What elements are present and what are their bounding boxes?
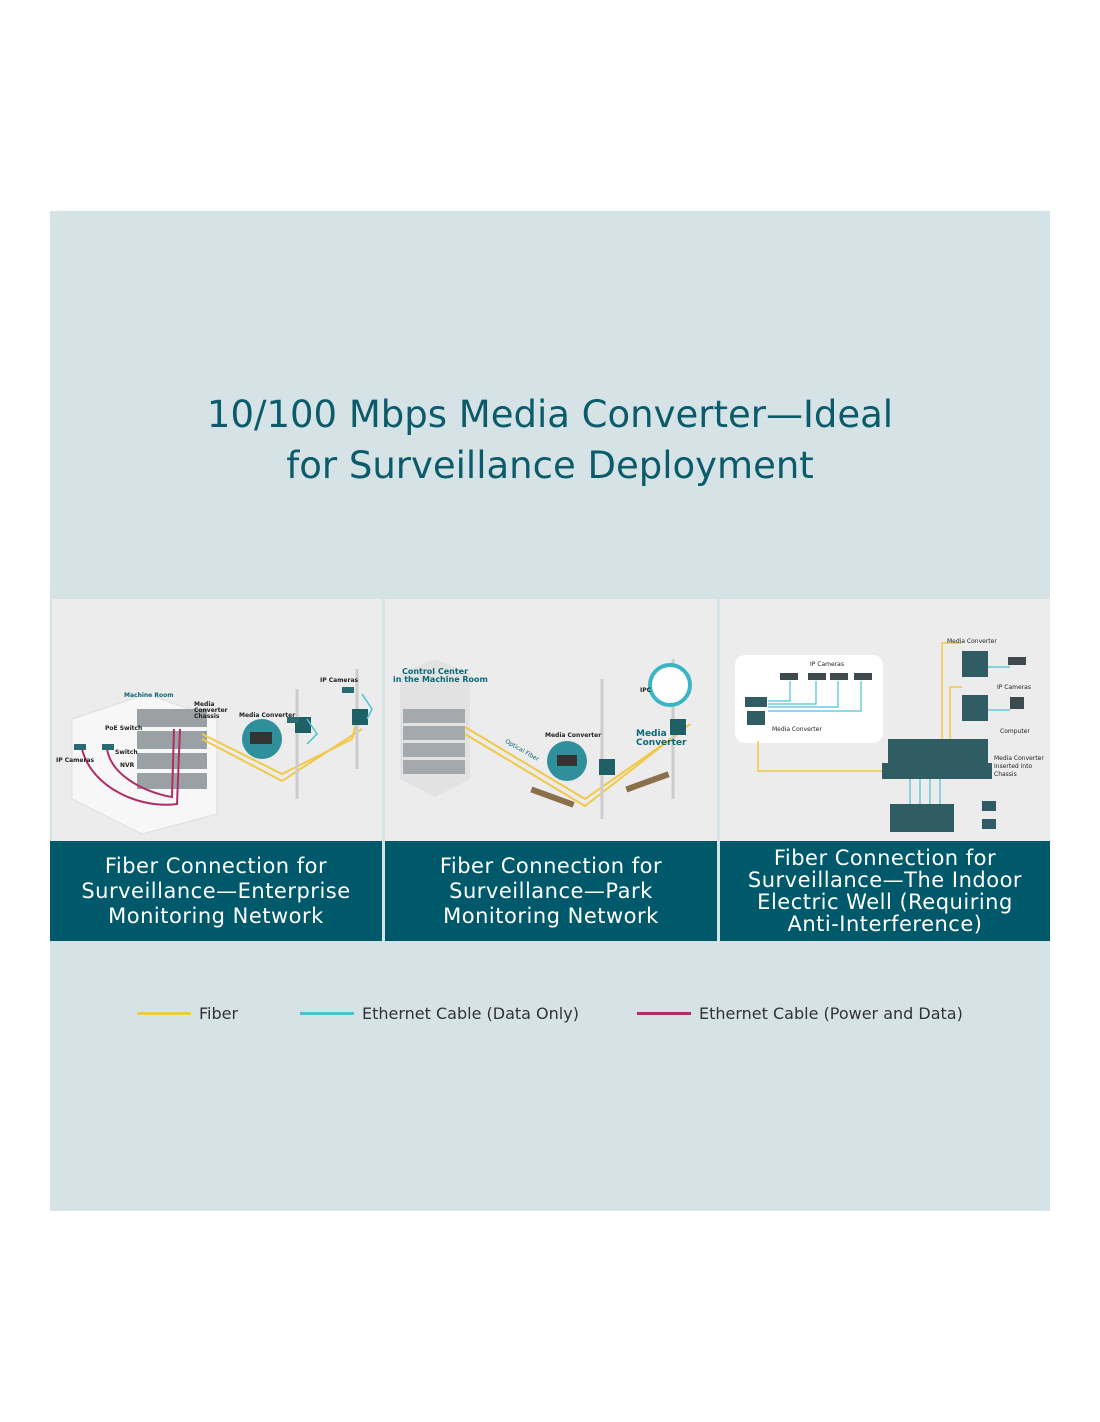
server-rack-icon [137, 709, 207, 789]
switch-icon [890, 804, 954, 832]
enterprise-diagram: Machine Room Media Converter Chassis Med… [52, 599, 382, 841]
server-icon [982, 801, 996, 811]
indoor-well-diagram: IP Cameras Media Converter Media Convert… [720, 599, 1050, 841]
bench-icon [530, 771, 670, 808]
media-converter-label: Media Converter [636, 729, 687, 748]
computer-icon [1010, 697, 1024, 709]
switch-icon [745, 697, 767, 707]
storage-icon [982, 819, 996, 829]
legend-fiber: Fiber [137, 1004, 238, 1023]
divider [382, 599, 385, 941]
control-center-label: Control Center in the Machine Room [393, 667, 488, 684]
legend-ethernet-power: Ethernet Cable (Power and Data) [637, 1004, 963, 1023]
legend-ethernet-data: Ethernet Cable (Data Only) [300, 1004, 579, 1023]
ip-camera-icon [1008, 657, 1026, 665]
power-cable-swatch [637, 1012, 691, 1015]
page-title: 10/100 Mbps Media Converter—Ideal for Su… [206, 393, 894, 487]
data-cable-swatch [300, 1012, 354, 1015]
fiber-line-swatch [137, 1012, 191, 1015]
divider [717, 599, 720, 941]
chassis-icon [888, 739, 988, 763]
park-diagram: Control Center in the Machine Room Optic… [385, 599, 717, 841]
infographic-background: 10/100 Mbps Media Converter—Ideal for Su… [50, 211, 1050, 1211]
media-converter-icon [747, 711, 765, 725]
ipc-camera-icon [648, 663, 692, 707]
chassis-label: Media Converter Inserted into Chassis [994, 755, 1044, 778]
ip-camera-icon [780, 673, 872, 680]
